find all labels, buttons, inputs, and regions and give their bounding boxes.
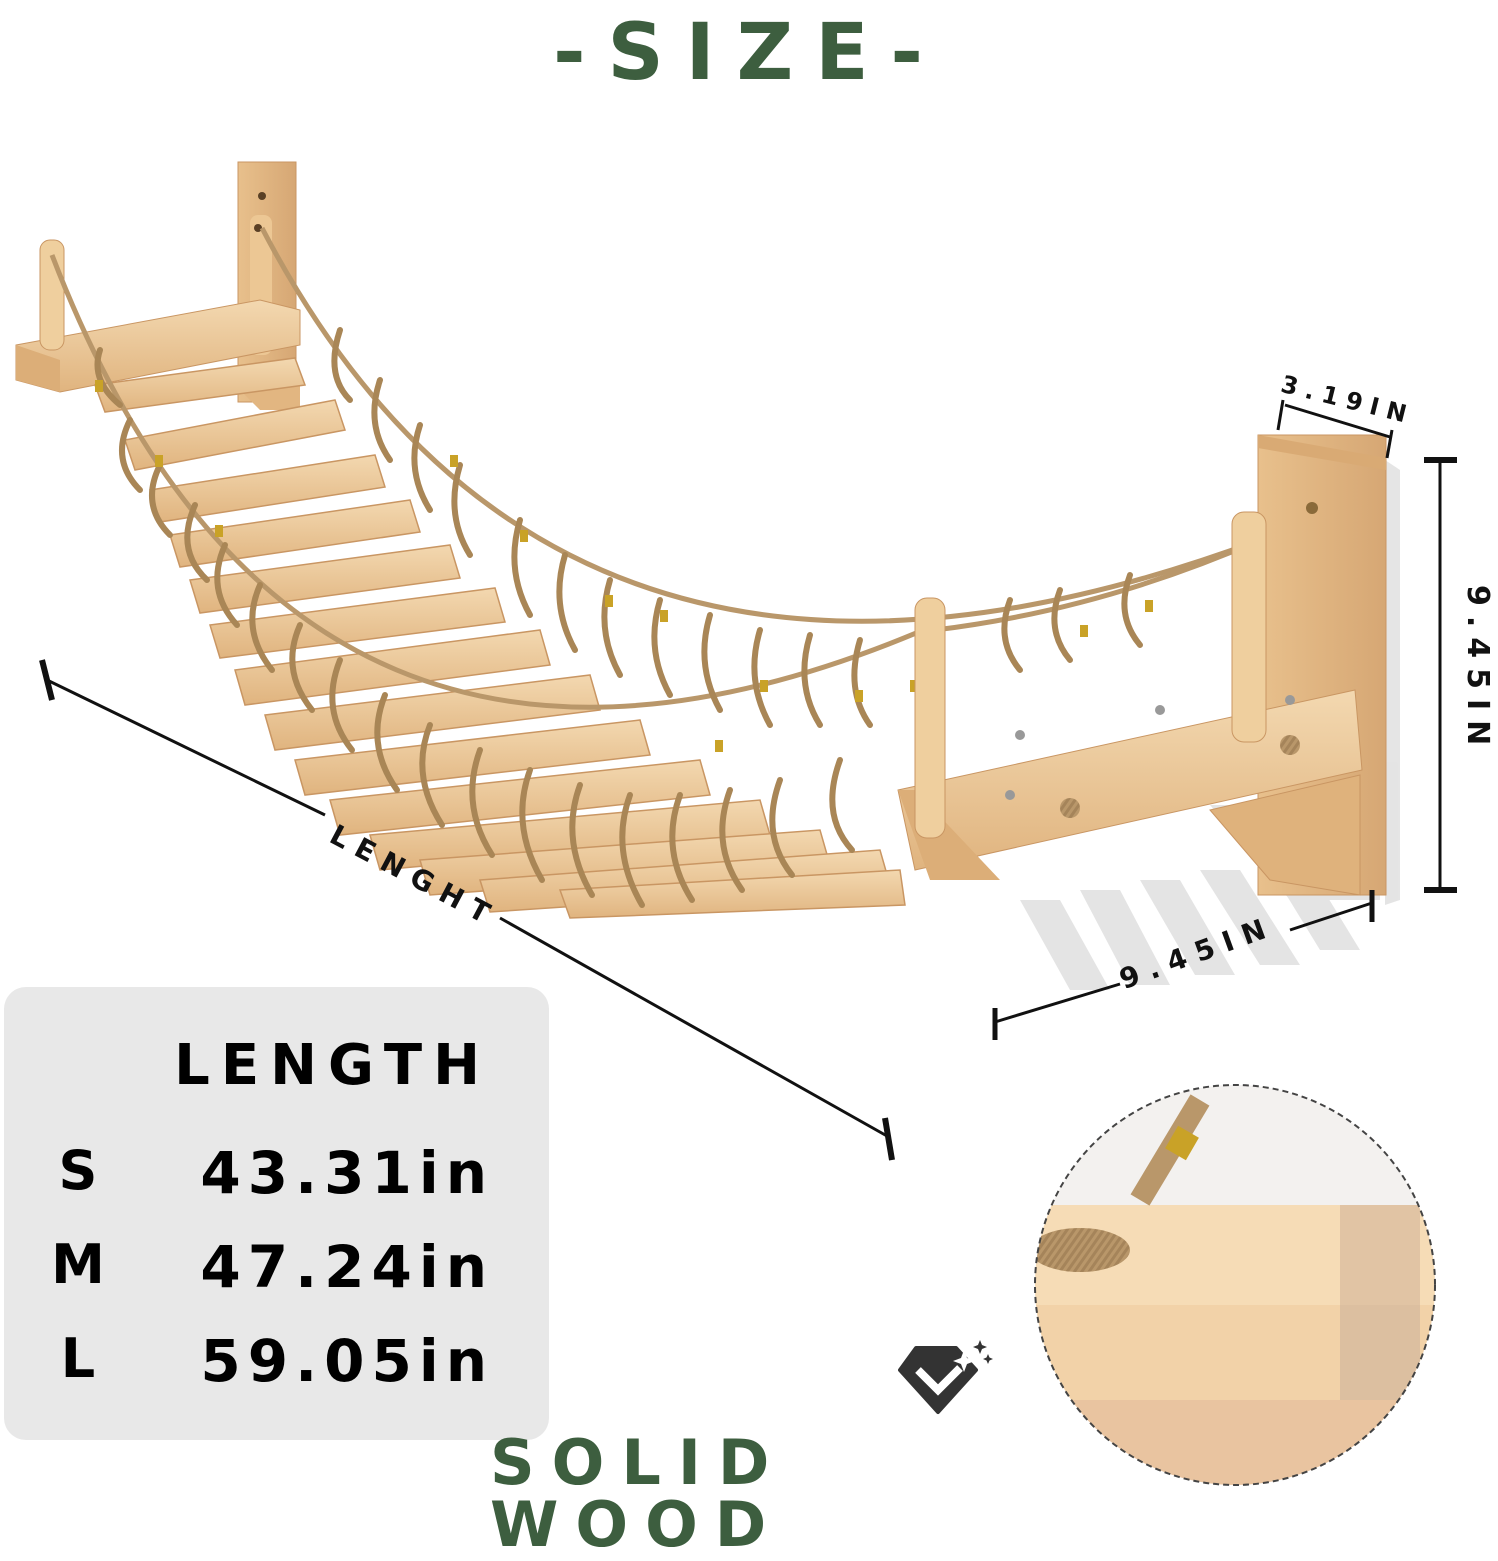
rope-bridge-illustration xyxy=(15,161,1457,1486)
bridge-planks xyxy=(93,357,906,919)
size-table: LENGTH S 43.31in M 47.24in L 59.05in xyxy=(4,987,549,1440)
size-row-s: S 43.31in xyxy=(4,1139,549,1219)
size-label: S xyxy=(58,1139,98,1202)
page-title: -SIZE- xyxy=(553,8,945,98)
size-value: 59.05in xyxy=(200,1327,494,1395)
size-label: M xyxy=(51,1233,105,1296)
size-label: L xyxy=(60,1327,96,1390)
brass-clips xyxy=(95,380,1153,752)
size-value: 43.31in xyxy=(200,1139,494,1207)
size-table-heading: LENGTH xyxy=(174,1033,491,1098)
right-mount xyxy=(897,434,1387,896)
size-value: 47.24in xyxy=(200,1233,494,1301)
height-dimension-label: 9.45IN xyxy=(1460,585,1495,756)
size-row-l: L 59.05in xyxy=(4,1327,549,1407)
wood-closeup xyxy=(1035,1085,1435,1485)
size-row-m: M 47.24in xyxy=(4,1233,549,1313)
dimension-lines xyxy=(39,399,1457,1161)
rope-loops xyxy=(94,327,1143,908)
diamond-check-icon xyxy=(898,1340,993,1414)
solid-wood-caption: SOLID WOOD xyxy=(490,1426,787,1561)
